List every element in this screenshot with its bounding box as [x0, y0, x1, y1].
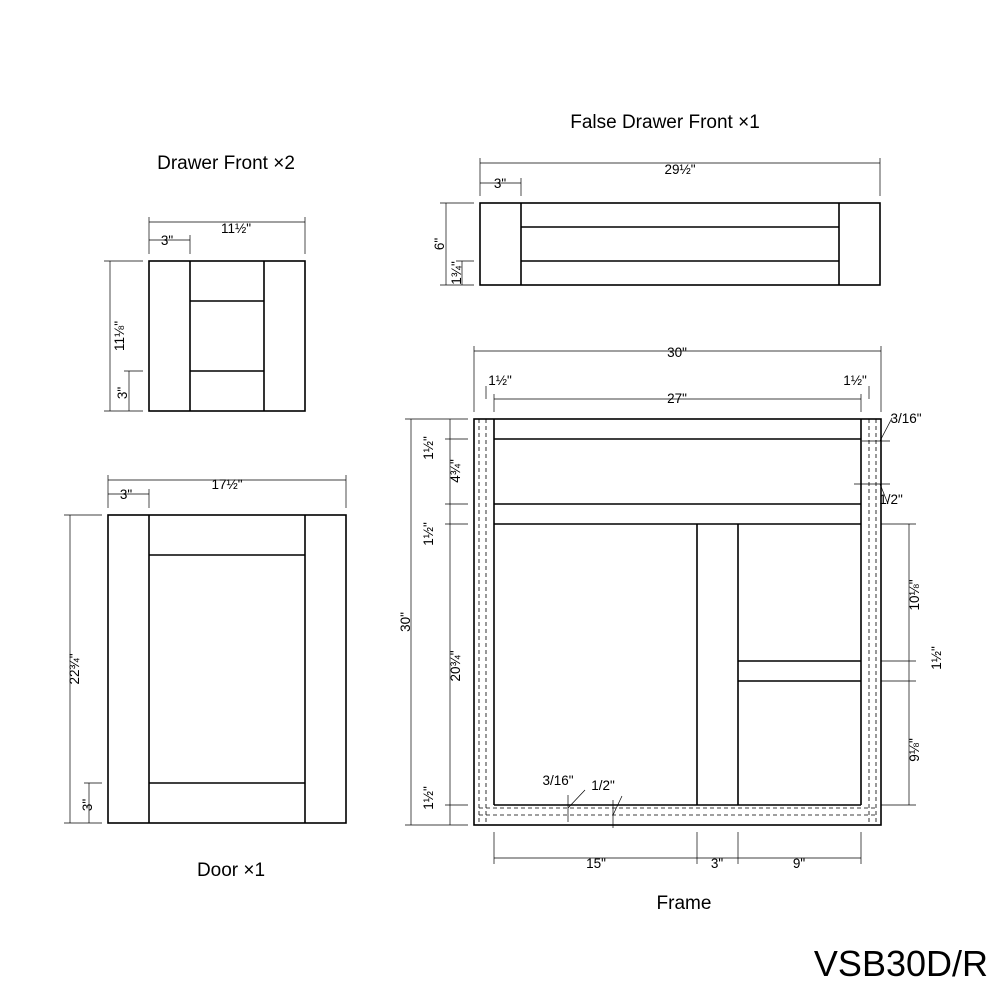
frame-bottom-thickness-label: 1/2" [591, 778, 615, 793]
door-title: Door ×1 [197, 860, 265, 881]
false-drawer-height-label: 6" [432, 238, 447, 251]
false-drawer-width-label: 29½" [664, 162, 695, 177]
drawer-front-outline [148, 260, 306, 412]
door-view: Door ×1 17½" 3" 22¾" 3" [64, 475, 347, 881]
frame-center-stile-label: 3" [711, 856, 724, 871]
frame-bottom-rail-label: 1½" [421, 786, 436, 810]
frame-title: Frame [657, 893, 712, 914]
frame-shelf-rail-label: 1½" [929, 646, 944, 670]
door-stile-label: 3" [120, 487, 133, 502]
drawer-front-title: Drawer Front ×2 [157, 153, 295, 174]
drawer-front-stile-label: 3" [161, 233, 174, 248]
frame-overall-width-label: 30" [667, 345, 687, 360]
drawer-front-width-label: 11½" [221, 221, 251, 236]
false-drawer-rail-label: 1¾" [449, 261, 464, 285]
frame-lower-opening-label: 9⅛" [907, 738, 922, 762]
frame-outline [473, 418, 882, 826]
false-drawer-stile-label: 3" [494, 176, 507, 191]
frame-bottom-offset-label: 3/16" [542, 773, 573, 788]
frame-top-rail-label: 1½" [421, 436, 436, 460]
false-drawer-front-view: False Drawer Front ×1 29½" 3" 6" 1¾" [432, 112, 881, 286]
frame-door-opening-label: 20¾" [448, 650, 463, 681]
door-rail-label: 3" [80, 799, 95, 812]
frame-panel-thickness-label: 1/2" [879, 492, 903, 507]
frame-drawer-opening-label: 4¾" [448, 459, 463, 483]
frame-inner-width-label: 27" [667, 391, 687, 406]
frame-right-opening-label: 9" [793, 856, 806, 871]
door-outline [107, 514, 347, 824]
frame-left-opening-label: 15" [586, 856, 606, 871]
door-height-label: 22¾" [67, 653, 82, 684]
frame-view: Frame 30" 27" 1½" 1½" [398, 345, 944, 914]
drawer-front-view: Drawer Front ×2 11½" 3" 11⅛" 3" [104, 153, 306, 412]
false-drawer-title: False Drawer Front ×1 [570, 112, 760, 133]
frame-mid-rail-label: 1½" [421, 522, 436, 546]
door-width-label: 17½" [211, 477, 242, 492]
drawer-front-height-label: 11⅛" [112, 321, 127, 351]
false-drawer-outline [479, 202, 881, 286]
frame-right-stile-label: 1½" [843, 373, 867, 388]
drawer-front-rail-label: 3" [115, 387, 130, 400]
frame-left-stile-label: 1½" [488, 373, 512, 388]
frame-overall-height-label: 30" [398, 612, 413, 632]
frame-upper-opening-label: 10⅛" [907, 579, 922, 610]
frame-panel-offset-label: 3/16" [890, 411, 921, 426]
model-number: VSB30D/R [814, 943, 988, 984]
